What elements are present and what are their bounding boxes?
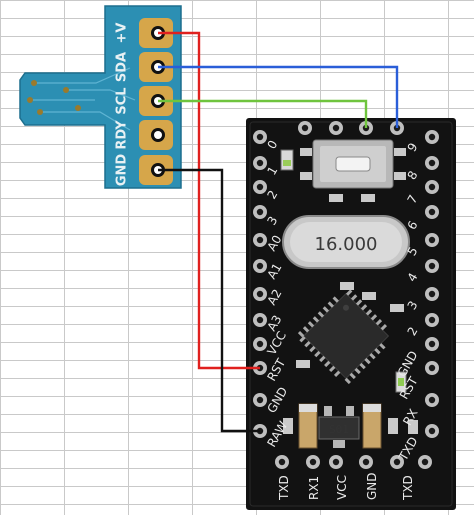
left-pin-label: A3 [264,313,284,334]
voltage-regulator: S01 [318,406,360,448]
breakout-pin-label: SCL [115,87,130,114]
reset-button-component [300,139,406,189]
bottom-pin-label: RX1 [307,476,321,500]
left-pin-label: A0 [264,233,284,254]
crystal-oscillator: 16.000 [282,215,410,269]
power-wire [158,31,260,370]
breakout-pin-label: RDY [115,120,130,150]
bottom-pin-label: TXD [401,475,415,501]
scl-wire [158,99,368,128]
crystal-label: 16.000 [315,234,378,255]
bottom-pin-label: TXD [277,475,291,501]
breakout-pin-label: SDA [115,52,130,82]
sensor-breakout-board: +V SDA SCL RDY GND [19,5,182,189]
left-pin-label: A1 [264,261,284,282]
ground-wire [158,168,260,433]
bottom-pin-label: GND [365,472,379,500]
microcontroller-chip [297,289,390,385]
regulator-label: S01 [329,423,349,436]
bottom-pin-label: VCC [335,475,349,500]
breakout-pin-label: GND [115,154,130,187]
sda-wire [158,65,399,128]
left-pin-label: A2 [264,287,284,308]
breakout-pin-label: +V [115,23,130,44]
